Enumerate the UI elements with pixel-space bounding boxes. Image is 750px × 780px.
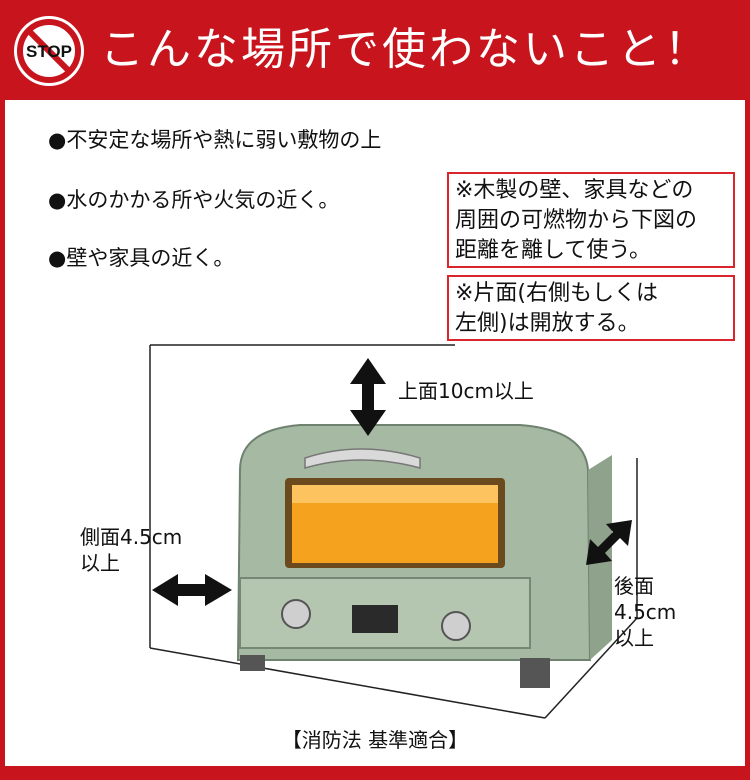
frame-right (745, 100, 750, 780)
label-side-clearance: 側面4.5cm 以上 (80, 525, 183, 575)
clearance-guide-lines (149, 344, 638, 719)
frame-left (0, 100, 5, 780)
stop-sign-text: STOP (26, 42, 72, 61)
arrow-top-icon (350, 358, 386, 436)
arrow-back-icon (586, 520, 632, 565)
stop-sign-icon: STOP (14, 16, 84, 86)
label-back-clearance: 後面 4.5cm 以上 (614, 574, 677, 650)
frame-bottom (0, 766, 750, 780)
note-open-side: ※片面(右側もしくは 左側)は開放する。 (447, 275, 735, 341)
warning-banner: STOP こんな場所で使わないこと！ (0, 0, 750, 100)
note-clearance: ※木製の壁、家具などの 周囲の可燃物から下図の 距離を離して使う。 (447, 172, 735, 268)
bullet-water-fire: ●水のかかる所や火気の近く。 (48, 188, 340, 212)
bullet-unstable-place: ●不安定な場所や熱に弱い敷物の上 (48, 128, 382, 152)
toaster-oven-image (236, 424, 612, 688)
arrow-side-icon (152, 574, 232, 606)
bullet-walls-furniture: ●壁や家具の近く。 (48, 246, 235, 270)
page-title: こんな場所で使わないこと！ (100, 24, 711, 75)
label-top-clearance: 上面10cm以上 (398, 379, 534, 403)
fire-law-compliance: 【消防法 基準適合】 (281, 728, 469, 752)
